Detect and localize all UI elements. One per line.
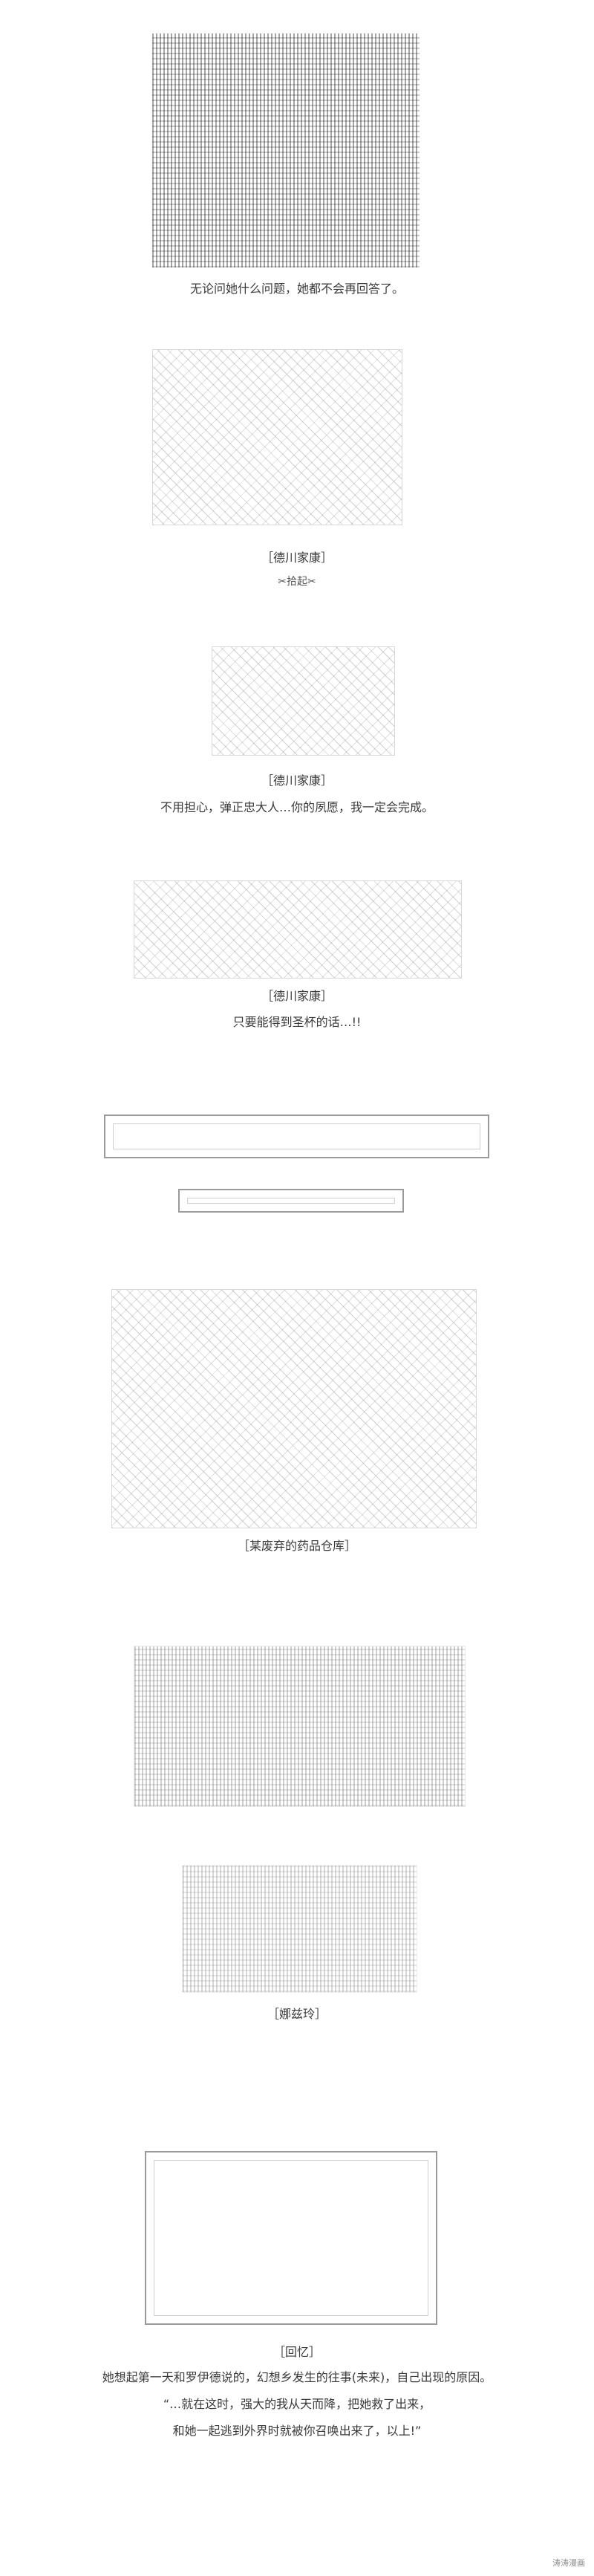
- ascii-art-panel-4: [134, 880, 462, 979]
- caption-11: 她想起第一天和罗伊德说的，幻想乡发生的往事(未来)，自己出现的原因。: [102, 2370, 492, 2384]
- caption-7: 只要能得到圣杯的话…!!: [232, 1015, 362, 1029]
- ascii-art-panel-9: [145, 2151, 437, 2325]
- ascii-art-panel-2: [152, 349, 402, 525]
- caption-3: ✂拾起✂: [278, 576, 316, 588]
- ascii-art-panel-1: [152, 33, 420, 267]
- ascii-art-panel-6: [111, 1289, 477, 1528]
- caption-10: ［回忆］: [272, 2345, 321, 2359]
- ascii-art-frame-wide: [104, 1115, 489, 1158]
- watermark: 涛涛漫画: [552, 2558, 585, 2568]
- caption-1: 无论问她什么问题，她都不会再回答了。: [189, 282, 404, 296]
- ascii-art-frame-small: [178, 1189, 404, 1213]
- caption-13: 和她一起逃到外界时就被你召唤出来了，以上!”: [172, 2424, 422, 2438]
- caption-12: “…就在这时，强大的我从天而降，把她救了出来，: [163, 2397, 431, 2411]
- caption-6: ［德川家康］: [261, 989, 333, 1003]
- ascii-art-panel-8: [182, 1865, 417, 1993]
- caption-9: ［娜兹玲］: [267, 2007, 327, 2021]
- ascii-art-panel-3: [212, 646, 395, 756]
- ascii-art-panel-7: [134, 1646, 466, 1807]
- caption-4: ［德川家康］: [261, 773, 333, 788]
- caption-5: 不用担心，弹正忠大人…你的夙愿，我一定会完成。: [160, 800, 434, 814]
- caption-2: ［德川家康］: [261, 551, 333, 565]
- caption-8: ［某废弃的药品仓库］: [237, 1539, 356, 1553]
